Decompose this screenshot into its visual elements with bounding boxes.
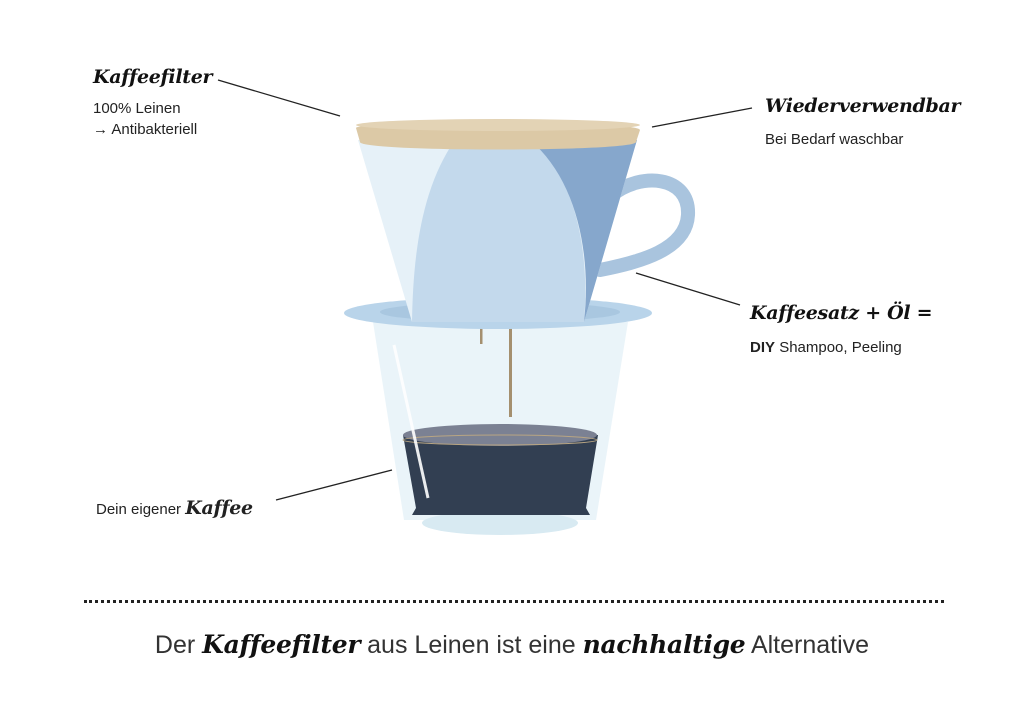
drip-stream-small: [480, 322, 483, 344]
filter-title: Kaffeefilter: [93, 66, 213, 88]
leader-line-reuse: [651, 107, 753, 128]
leader-line-grounds: [635, 272, 741, 306]
coffee-label-script: Kaffee: [185, 497, 253, 519]
leader-line-coffee: [275, 469, 393, 501]
linen-filter-top: [356, 119, 640, 131]
reuse-subtitle: Bei Bedarf waschbar: [765, 131, 904, 148]
glass-base: [422, 511, 578, 535]
filter-property-text: Antibakteriell: [111, 121, 198, 138]
grounds-uses: DIY Shampoo, Peeling: [750, 339, 902, 356]
grounds-uses-bold: DIY: [750, 339, 776, 356]
dripper-front: [412, 140, 586, 322]
tagline-part1: Der: [154, 631, 196, 659]
reuse-title: Wiederverwendbar: [765, 95, 961, 117]
coffee-liquid: [403, 435, 598, 515]
grounds-uses-text: Shampoo, Peeling: [779, 339, 902, 356]
tagline-kaffeefilter: Kaffeefilter: [202, 630, 361, 659]
dripper-shadow-side: [530, 140, 637, 322]
grounds-title: Kaffeesatz + Öl =: [750, 302, 933, 324]
dripper-handle: [593, 173, 695, 277]
coffee-label-prefix: Dein eigener: [96, 501, 182, 518]
glass-highlight: [392, 344, 430, 499]
filter-property: → Antibakteriell: [93, 121, 197, 138]
coffee-surface-rim: [402, 434, 598, 446]
tagline-part3: aus Leinen ist eine: [367, 631, 576, 659]
drip-stream-main: [509, 322, 512, 417]
tagline: Der Kaffeefilter aus Leinen ist eine nac…: [0, 630, 1024, 660]
filter-material: 100% Leinen: [93, 100, 181, 117]
arrow-icon: →: [93, 121, 108, 138]
coffee-label: Dein eigener Kaffee: [96, 497, 253, 519]
tagline-part5: Alternative: [750, 631, 870, 659]
tagline-nachhaltige: nachhaltige: [582, 630, 746, 659]
leader-line-filter: [217, 79, 341, 117]
dotted-divider: [84, 600, 944, 603]
